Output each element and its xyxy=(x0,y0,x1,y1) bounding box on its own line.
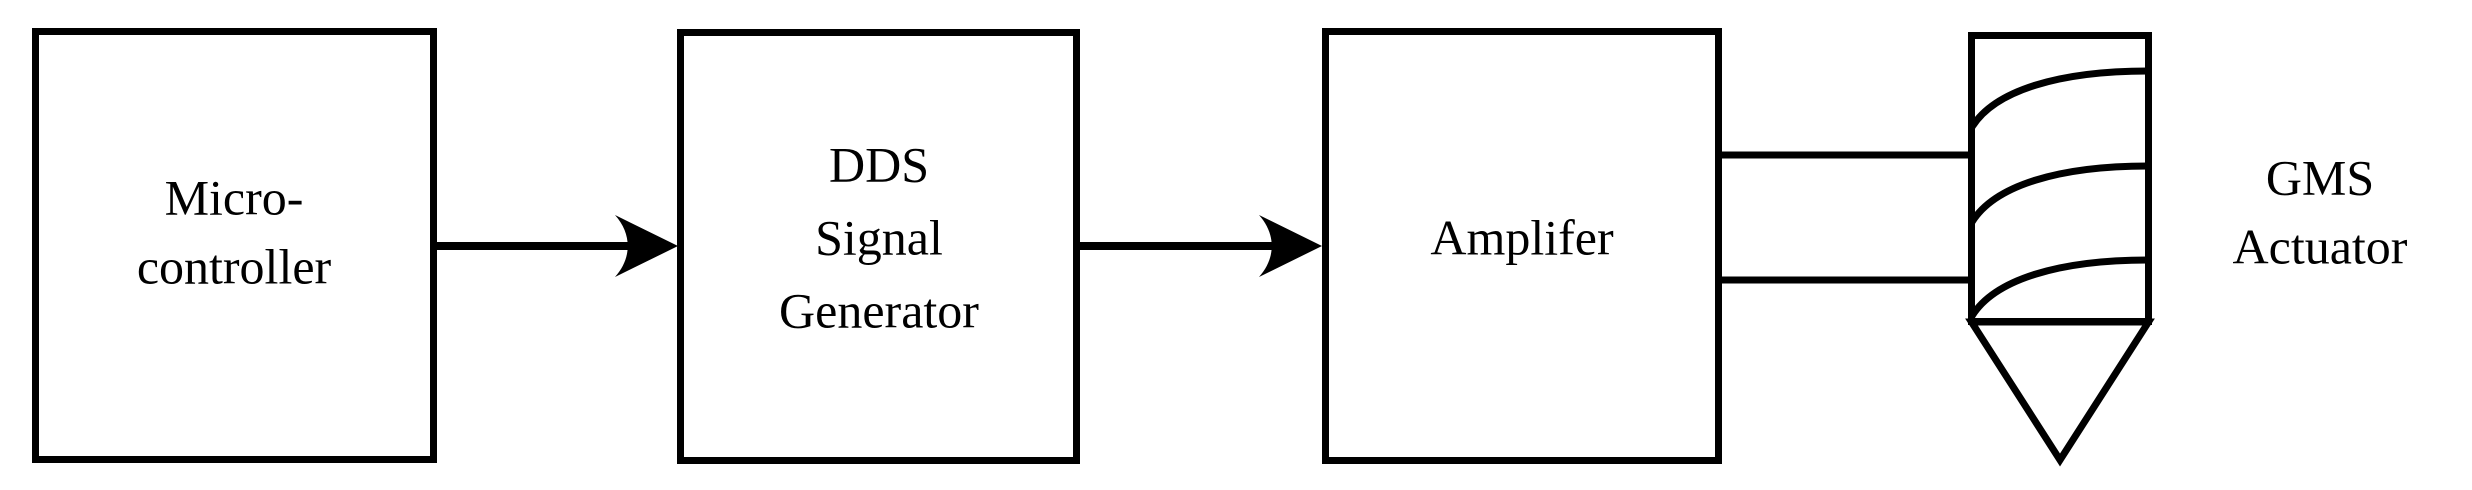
block-amplifer[interactable]: Amplifer xyxy=(1322,28,1722,464)
block-microcontroller-label-line2: controller xyxy=(137,238,332,294)
wires-amplifer-to-actuator xyxy=(1722,151,1972,284)
block-microcontroller-label-line1: Micro- xyxy=(165,169,304,225)
arrow-dds-to-amplifer-head xyxy=(1259,215,1322,277)
block-dds-signal-generator[interactable]: DDS Signal Generator xyxy=(677,29,1080,464)
actuator-coil-turn-2 xyxy=(1969,162,2149,224)
actuator-coil-turn-3 xyxy=(1969,256,2149,318)
block-dds-label-line3: Generator xyxy=(779,282,979,338)
block-dds-label-line2: Signal xyxy=(815,209,943,265)
actuator-body-rect xyxy=(1968,32,2152,325)
arrow-dds-to-amplifer xyxy=(1080,215,1322,277)
block-microcontroller-rect xyxy=(32,28,437,463)
actuator-label-line2: Actuator xyxy=(2233,218,2408,274)
actuator-tip-triangle xyxy=(1965,318,2155,467)
block-dds-signal-generator-rect xyxy=(677,29,1080,464)
block-amplifer-rect xyxy=(1322,28,1722,464)
arrow-mcu-to-dds xyxy=(437,215,678,277)
block-dds-label-line1: DDS xyxy=(829,136,929,192)
block-microcontroller[interactable]: Micro- controller xyxy=(32,28,437,463)
actuator-coil-turn-1 xyxy=(1969,67,2149,129)
block-amplifer-label: Amplifer xyxy=(1430,209,1614,265)
arrow-mcu-to-dds-head xyxy=(615,215,678,277)
gms-actuator[interactable]: GMS Actuator xyxy=(1965,32,2408,467)
actuator-label-line1: GMS xyxy=(2266,149,2374,205)
